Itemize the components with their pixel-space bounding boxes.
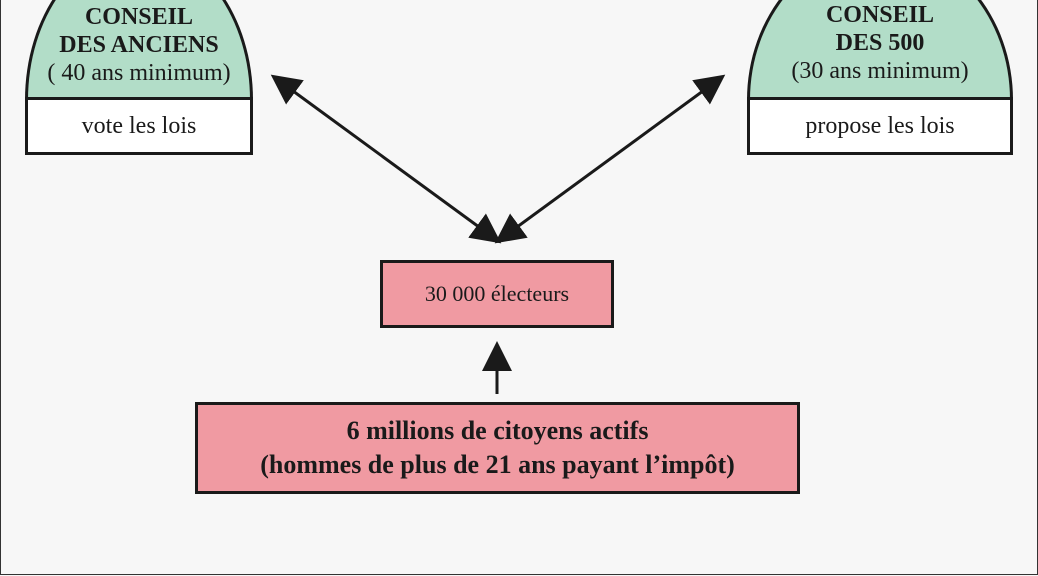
conseil-anciens-title-2: DES ANCIENS [59,32,219,58]
conseil-des-anciens-dome: CONSEIL DES ANCIENS ( 40 ans minimum) [25,0,253,100]
electeurs-box: 30 000 électeurs [380,260,614,328]
conseil-500-role: propose les lois [805,112,955,139]
citoyens-line-1: 6 millions de citoyens actifs [346,416,649,445]
conseil-anciens-title-1: CONSEIL [84,4,194,30]
citoyens-line-2: (hommes de plus de 21 ans payant l’impôt… [260,450,735,479]
conseil-500-title-2: DES 500 [835,30,925,56]
conseil-des-anciens-role-box: vote les lois [25,97,253,155]
conseil-anciens-role: vote les lois [81,112,197,139]
electeurs-label: 30 000 électeurs [424,281,570,306]
conseil-500-age: (30 ans minimum) [791,58,969,84]
conseil-anciens-age: ( 40 ans minimum) [47,60,231,86]
arrow-electors-anciens [270,74,502,244]
conseil-des-500-dome: CONSEIL DES 500 (30 ans minimum) [747,0,1013,100]
conseil-500-title-1: CONSEIL [825,2,935,28]
citoyens-actifs-box: 6 millions de citoyens actifs (hommes de… [195,402,800,494]
arrow-electors-500 [494,74,726,244]
conseil-des-500-role-box: propose les lois [747,97,1013,155]
